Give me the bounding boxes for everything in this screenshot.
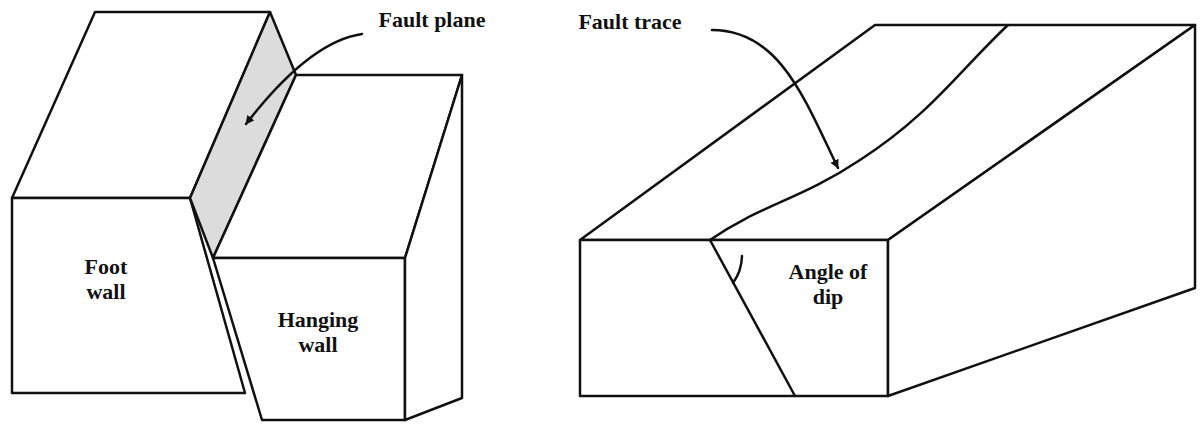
hanging-wall-front: [213, 258, 405, 420]
fault-trace-label: Fault trace: [578, 10, 681, 35]
fault-plane-leader: [246, 34, 362, 124]
dip-line: [710, 240, 795, 396]
hanging-wall-side: [405, 75, 462, 420]
fault-plane-label: Fault plane: [379, 8, 486, 33]
block-side: [888, 25, 1195, 396]
block-front: [580, 240, 888, 396]
hanging-wall-label: Hanging wall: [268, 308, 368, 357]
foot-wall-label: Foot wall: [71, 255, 141, 304]
fault-trace-leader: [712, 30, 838, 168]
fault-trace-line: [710, 25, 1008, 240]
angle-of-dip-label: Angle of dip: [773, 260, 883, 309]
dip-angle-arc: [733, 256, 742, 283]
